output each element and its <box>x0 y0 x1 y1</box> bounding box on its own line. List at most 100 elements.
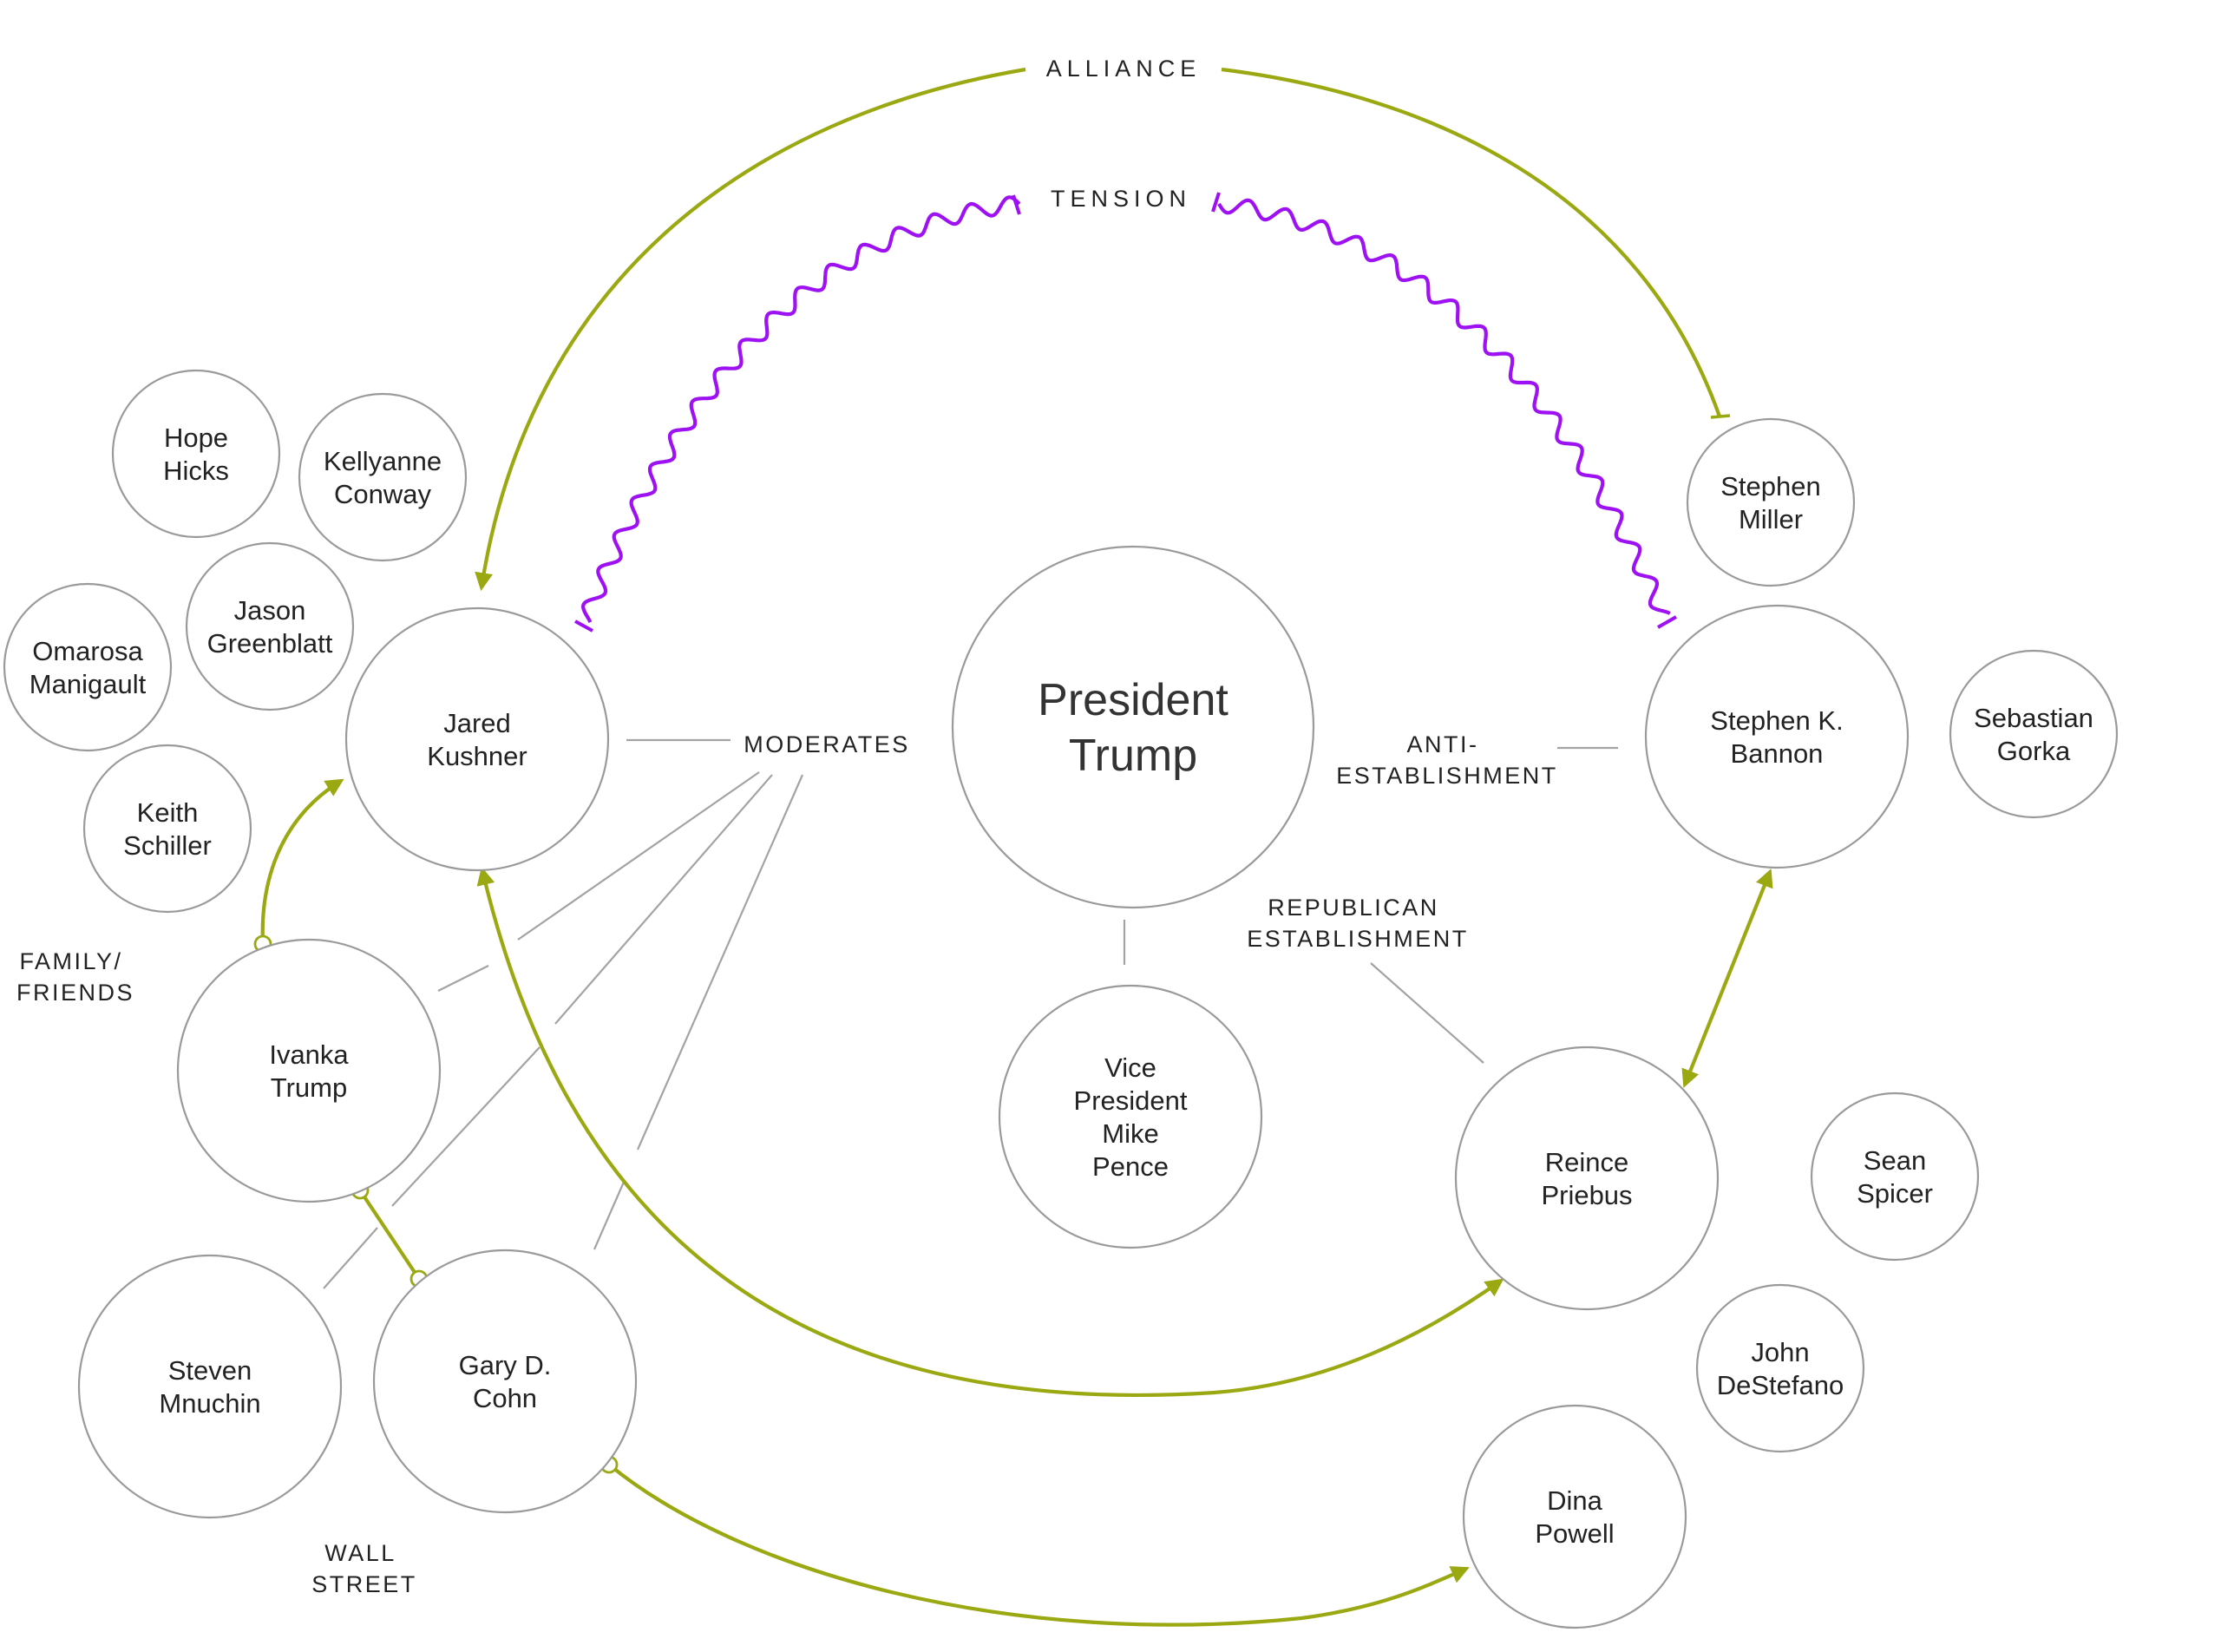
person-name-line: President <box>1038 675 1228 725</box>
person-name-line: Greenblatt <box>207 628 333 659</box>
tension-line-bannon <box>1217 198 1671 615</box>
alliance-link-ivanka-cohn <box>358 1189 421 1281</box>
connector-moderates-mnuchin-tail <box>323 1227 378 1289</box>
person-name-line: Spicer <box>1857 1178 1933 1209</box>
person-name: Gary D.Cohn <box>459 1350 552 1413</box>
person-name-line: Bannon <box>1731 738 1824 769</box>
person-circle <box>1454 1046 1720 1311</box>
family-friends-line: FAMILY/ <box>19 948 122 974</box>
connector-moderates-cohn <box>636 774 804 1150</box>
anti-establishment-line: ESTABLISHMENT <box>1336 763 1558 789</box>
anti-establishment-label: ANTI- ESTABLISHMENT <box>1336 731 1558 789</box>
person-name-line: President <box>1074 1085 1188 1116</box>
person-name-line: Keith <box>137 797 199 828</box>
person-circle <box>1695 1283 1865 1453</box>
person-name-line: Sean <box>1864 1145 1926 1176</box>
person-circle <box>1644 604 1910 869</box>
person-circle <box>1810 1092 1980 1262</box>
person-name-line: Hicks <box>163 456 229 486</box>
person-circle <box>372 1249 638 1514</box>
person-circle <box>82 744 252 914</box>
tension-end-cap <box>574 620 593 633</box>
person-name-line: Schiller <box>123 830 212 861</box>
person-name-line: Dina <box>1547 1485 1603 1516</box>
person-name-line: Jason <box>234 595 306 626</box>
wall-street-line: WALL <box>324 1540 396 1566</box>
person-name-line: Steven <box>168 1355 252 1386</box>
person-name-line: John <box>1751 1337 1809 1367</box>
connector-republican-establishment-priebus <box>1370 962 1484 1064</box>
connector-moderates-mnuchin <box>554 774 773 1025</box>
person-circle <box>344 606 610 872</box>
connector-moderates-ivanka-lower <box>437 965 489 992</box>
tension-line-kushner <box>580 195 1021 624</box>
alliance-label: ALLIANCE <box>1046 56 1202 82</box>
person-name-line: Kushner <box>427 741 527 771</box>
republican-establishment-label: REPUBLICAN ESTABLISHMENT <box>1247 895 1469 952</box>
person-circle <box>998 984 1263 1249</box>
family-friends-line: FRIENDS <box>16 980 134 1006</box>
person-name-line: Stephen K. <box>1710 705 1843 736</box>
person-node-gary-cohn: Gary D.Cohn <box>372 1249 638 1514</box>
person-name-line: Conway <box>334 479 431 509</box>
group-labels: ALLIANCE TENSION MODERATES ANTI- ESTABLI… <box>16 56 1558 1597</box>
person-name-line: Gorka <box>1997 736 2071 766</box>
alliance-link-cohn-powell <box>607 1463 1470 1627</box>
person-circle <box>111 369 281 539</box>
person-circle <box>298 392 468 562</box>
person-name-line: Powell <box>1535 1518 1614 1549</box>
connector-moderates-cohn-lower <box>593 1179 626 1250</box>
person-name-line: Cohn <box>473 1383 537 1413</box>
person-name-line: Pence <box>1092 1151 1169 1182</box>
person-circle <box>1462 1404 1687 1629</box>
person-node-stephen-bannon: Stephen K.Bannon <box>1644 604 1910 869</box>
alliance-link-bannon-priebus <box>1681 869 1773 1088</box>
person-circle <box>185 541 355 711</box>
person-circle <box>1949 649 2119 819</box>
alliance-arc-left <box>475 67 1026 592</box>
alliance-link-ivanka-kushner <box>260 778 344 945</box>
wall-street-label: WALL STREET <box>311 1540 417 1597</box>
person-name-line: Hope <box>164 423 228 453</box>
person-name-line: Stephen <box>1720 471 1821 502</box>
person-name-line: Sebastian <box>1974 703 2093 733</box>
person-name-line: Ivanka <box>269 1039 349 1070</box>
tension-end-cap <box>1211 192 1221 213</box>
tension-end-cap <box>1012 194 1021 215</box>
person-name-line: DeStefano <box>1717 1370 1844 1400</box>
tension-lines <box>574 192 1677 633</box>
person-name-line: Kellyanne <box>324 446 442 476</box>
tension-end-cap <box>1657 615 1677 629</box>
anti-establishment-line: ANTI- <box>1406 731 1478 757</box>
alliance-arc-right <box>1221 67 1721 417</box>
person-name-line: Omarosa <box>32 636 143 666</box>
alliance-link-kushner-priebus <box>476 866 1504 1398</box>
moderates-label: MODERATES <box>744 731 910 757</box>
person-circle <box>77 1254 343 1519</box>
person-name-line: Gary D. <box>459 1350 552 1380</box>
alliance-end-cap <box>1710 414 1731 419</box>
person-name-line: Miller <box>1739 504 1803 534</box>
wall-street-line: STREET <box>311 1571 417 1597</box>
person-circle <box>1686 417 1856 587</box>
person-name-line: Trump <box>271 1072 347 1103</box>
tension-label: TENSION <box>1051 186 1191 212</box>
